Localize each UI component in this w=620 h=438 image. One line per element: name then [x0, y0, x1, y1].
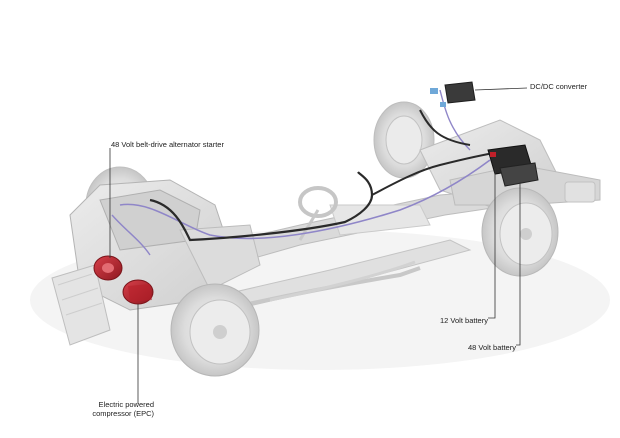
- dcdc-converter: [430, 81, 476, 107]
- label-belt-alternator-starter: 48 Volt belt-drive alternator starter: [111, 140, 224, 149]
- battery-48v: [499, 162, 539, 187]
- label-48v-battery: 48 Volt battery: [468, 343, 516, 352]
- front-left-wheel: [170, 283, 260, 377]
- rear-right-wheel: [373, 101, 435, 179]
- label-epc-line2: compressor (EPC): [92, 409, 154, 418]
- label-epc-line1: Electric powered: [98, 400, 154, 409]
- electric-compressor: [122, 279, 154, 305]
- leader-12v: [488, 168, 496, 319]
- rear-axle: [419, 119, 601, 211]
- leader-lines: [109, 87, 528, 404]
- label-12v-battery: 12 Volt battery: [440, 316, 488, 325]
- main-cable: [149, 109, 501, 242]
- leader-48v: [516, 182, 521, 346]
- chassis-frame: [149, 184, 582, 316]
- alternator-starter: [93, 255, 123, 281]
- label-electric-compressor: Electric powered compressor (EPC): [64, 400, 154, 418]
- radiator: [51, 264, 111, 346]
- leader-dcdc: [474, 87, 528, 91]
- label-dcdc-converter: DC/DC converter: [530, 82, 588, 91]
- steering-wheel: [298, 186, 338, 241]
